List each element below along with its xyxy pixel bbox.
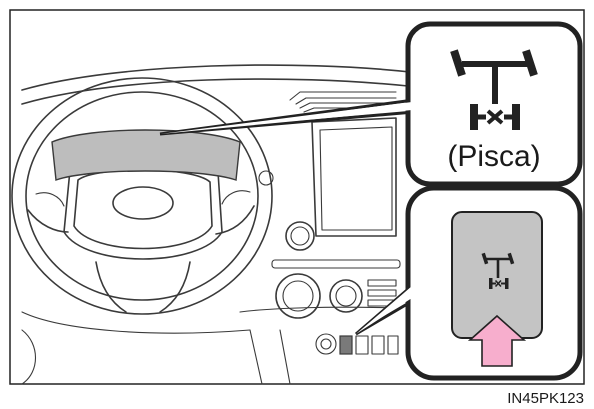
indicator-state-label: (Pisca): [447, 140, 540, 173]
switch-callout: [356, 188, 580, 378]
figure-code: IN45PK123: [507, 390, 584, 407]
meter-highlight: [52, 130, 240, 180]
4wd-switch-location: [340, 336, 352, 354]
switch-leader: [356, 284, 414, 334]
